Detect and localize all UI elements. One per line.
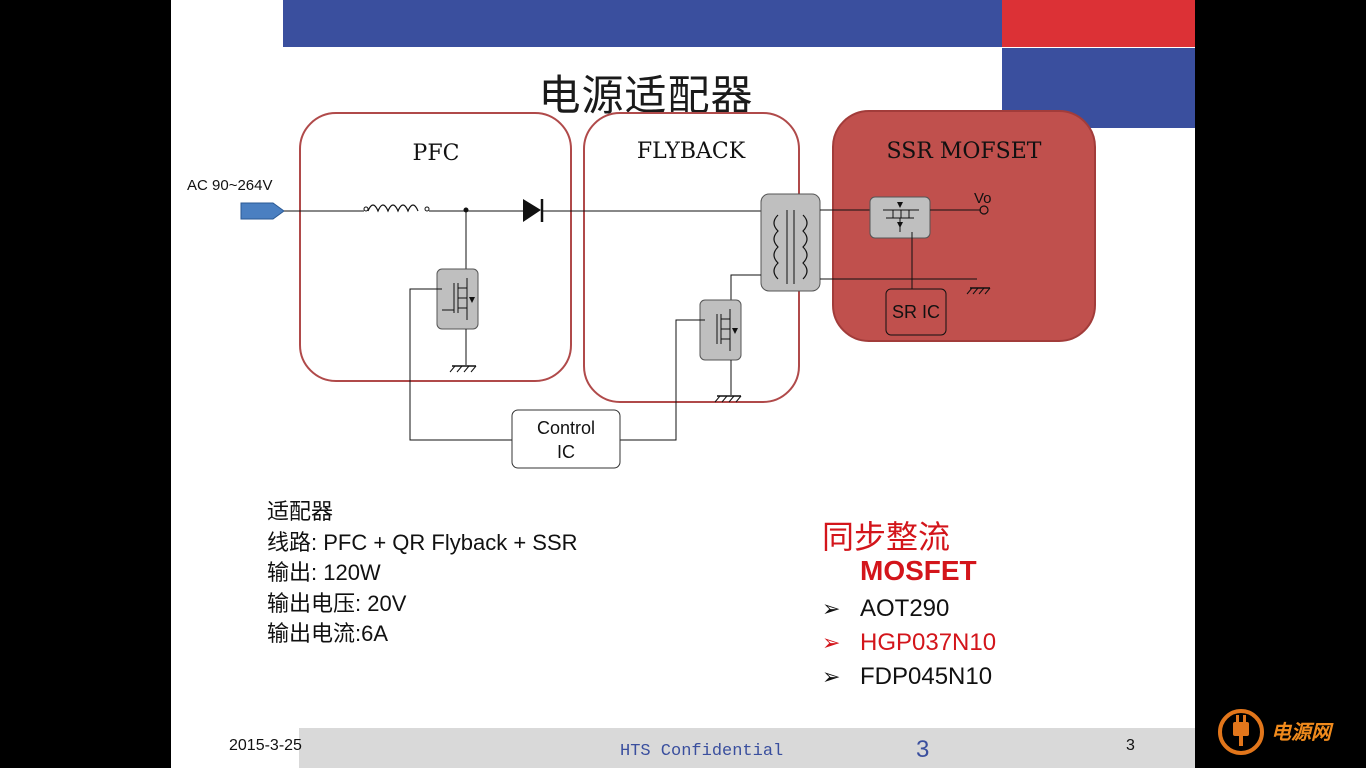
list-item: ➢ AOT290 bbox=[822, 592, 996, 626]
control-ic-label-line2: IC bbox=[557, 442, 575, 462]
footer-bar bbox=[299, 728, 1195, 768]
arrow-bullet-icon: ➢ bbox=[822, 596, 841, 621]
sync-rectification-title: 同步整流 bbox=[822, 518, 951, 556]
sr-ic-label: SR IC bbox=[892, 302, 940, 322]
mosfet-part: FDP045N10 bbox=[860, 663, 993, 690]
desc-line: 适配器 bbox=[267, 499, 334, 524]
transformer-icon bbox=[760, 193, 821, 292]
input-voltage-label: AC 90~264V bbox=[187, 177, 272, 194]
watermark-logo: 电源网 bbox=[1215, 706, 1355, 758]
mosfet-part: HGP037N10 bbox=[860, 629, 997, 656]
pfc-mosfet-icon bbox=[436, 268, 479, 330]
list-item: ➢ HGP037N10 bbox=[822, 626, 996, 660]
footer-date: 2015-3-25 bbox=[229, 737, 302, 754]
watermark-text: 电源网 bbox=[1271, 720, 1331, 744]
sync-rectification-subtitle: MOSFET bbox=[860, 555, 977, 586]
flyback-mosfet-icon bbox=[699, 299, 742, 361]
footer-page-number: 3 bbox=[1126, 737, 1135, 754]
footer-page-number-large: 3 bbox=[916, 736, 930, 763]
slide-title: 电源适配器 bbox=[538, 71, 754, 120]
inductor-icon bbox=[363, 204, 430, 213]
ssr-label: SSR MOFSET bbox=[887, 139, 1042, 164]
pfc-stage-box bbox=[299, 112, 572, 382]
ground-icon bbox=[714, 395, 742, 403]
arrow-bullet-icon: ➢ bbox=[822, 664, 841, 689]
footer-confidential: HTS Confidential bbox=[620, 742, 784, 761]
diode-icon bbox=[523, 199, 544, 222]
desc-line: 输出电压: 20V bbox=[267, 590, 407, 616]
mosfet-list: ➢ AOT290 ➢ HGP037N10 ➢ FDP045N10 bbox=[822, 592, 996, 694]
sr-mosfet-icon bbox=[869, 196, 931, 239]
desc-line: 输出: 120W bbox=[267, 560, 381, 585]
sr-ic-box bbox=[885, 288, 947, 336]
desc-line: 线路: PFC + QR Flyback + SSR bbox=[267, 529, 578, 555]
list-item: ➢ FDP045N10 bbox=[822, 660, 996, 694]
desc-line: 输出电流:6A bbox=[267, 621, 389, 646]
arrow-bullet-icon: ➢ bbox=[822, 630, 841, 655]
flyback-label: FLYBACK bbox=[637, 139, 746, 164]
pfc-label: PFC bbox=[413, 141, 460, 166]
slide: 电源适配器 PFC FLYBACK SSR MOFSET AC 90~264V bbox=[171, 0, 1195, 768]
control-ic-label-line1: Control bbox=[537, 418, 595, 438]
ssr-stage-box bbox=[832, 110, 1096, 342]
ac-input-connector bbox=[240, 202, 285, 220]
plug-icon bbox=[1218, 709, 1264, 755]
adapter-description: 适配器 线路: PFC + QR Flyback + SSR 输出: 120W … bbox=[267, 497, 578, 650]
circuit-diagram: PFC FLYBACK SSR MOFSET AC 90~264V bbox=[187, 110, 1096, 469]
header-band-blue bbox=[283, 0, 1002, 47]
ground-icon bbox=[449, 365, 477, 373]
output-terminal bbox=[979, 205, 989, 215]
control-ic-box bbox=[511, 409, 621, 469]
output-label: Vo bbox=[974, 190, 992, 207]
mosfet-part: AOT290 bbox=[860, 595, 950, 622]
header-band-red bbox=[1002, 0, 1195, 47]
ground-icon bbox=[966, 287, 991, 295]
